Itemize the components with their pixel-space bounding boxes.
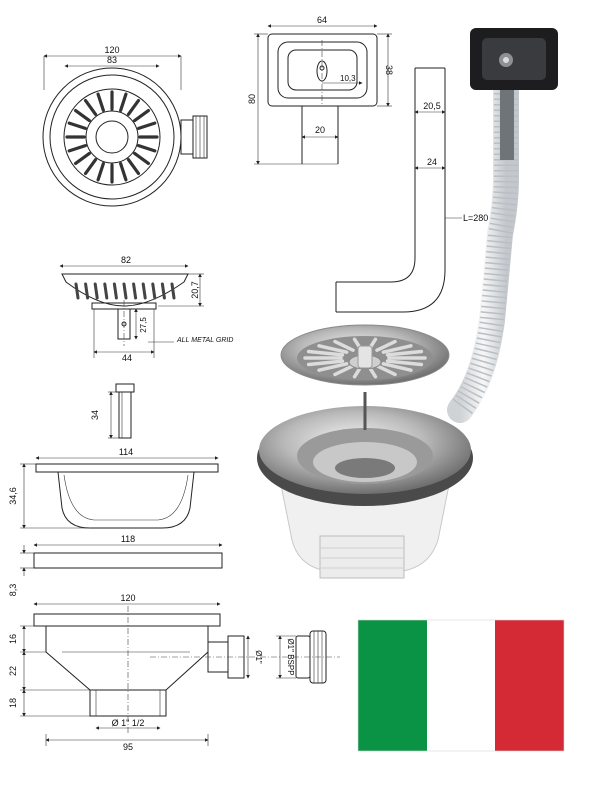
- slot: [381, 362, 413, 372]
- slot: [317, 344, 349, 354]
- dim-gasket-thickness: 8,3: [8, 584, 18, 597]
- slot: [133, 108, 151, 123]
- slot: [103, 282, 109, 300]
- dim-body-h3: 18: [8, 698, 18, 708]
- slot: [96, 92, 105, 112]
- flag-red-stripe: [495, 620, 564, 751]
- dim-body-outlet-thread: Ø 1" 1/2: [112, 718, 145, 728]
- product-photo: [257, 28, 558, 579]
- italian-flag: [357, 619, 565, 752]
- slot: [83, 98, 98, 116]
- dim-body-h2: 22: [8, 666, 18, 676]
- slot: [375, 339, 397, 352]
- gasket-drawing: 118 8,3: [8, 534, 223, 597]
- body-drawing: 120 Ø 1" 1/2 95 16 22 18 Ø1": [8, 593, 340, 752]
- slot: [151, 282, 157, 300]
- slot: [119, 92, 128, 112]
- slot: [381, 344, 413, 354]
- slot: [122, 282, 128, 300]
- dim-tube-width: 24: [427, 157, 437, 167]
- strainer-drawing: 82 20,7 27,5 44 ALL METAL GRID: [59, 255, 233, 363]
- flag-green-stripe: [358, 620, 427, 751]
- dim-basket-rim: 114: [119, 447, 133, 457]
- slot: [317, 362, 349, 372]
- slot: [73, 151, 91, 166]
- dim-strainer-diameter: 82: [121, 255, 131, 265]
- slot: [170, 282, 176, 300]
- slot: [306, 349, 345, 357]
- dim-gasket-width: 118: [121, 534, 135, 544]
- slot: [375, 364, 397, 377]
- dim-strainer-stem-base: 44: [122, 353, 132, 363]
- dim-tube-offset: 20,5: [423, 101, 441, 111]
- dim-body-side-bspp: Ø1" BSPP: [286, 638, 295, 675]
- slot: [67, 121, 87, 130]
- dim-tube-length: L=280: [463, 213, 488, 223]
- dim-box-slot: 10,3: [340, 74, 356, 83]
- slot: [333, 339, 355, 352]
- slot: [137, 121, 157, 130]
- slot: [73, 108, 91, 123]
- slot: [141, 282, 147, 300]
- top-view-slots: [65, 90, 159, 184]
- slot: [333, 364, 355, 377]
- dim-top-outer: 120: [104, 45, 119, 55]
- label-all-metal-grid: ALL METAL GRID: [176, 337, 233, 344]
- slot: [126, 98, 141, 116]
- dim-basket-depth: 34,6: [8, 487, 18, 505]
- slot: [83, 158, 98, 176]
- slot: [119, 162, 128, 182]
- dim-stopper-height: 34: [90, 410, 100, 420]
- dim-body-side-port: Ø1": [254, 650, 263, 664]
- dim-top-inner: 83: [107, 55, 117, 65]
- slot: [306, 359, 345, 367]
- overflow-hose: [447, 47, 519, 423]
- basket-drawing: 114 34,6: [8, 447, 219, 529]
- overflow-box-drawing: 64 10,3 38 20 80: [247, 15, 394, 165]
- slot: [160, 282, 166, 300]
- slot: [137, 144, 157, 153]
- slot: [385, 359, 424, 367]
- flag-white-stripe: [427, 620, 495, 751]
- slot: [93, 282, 99, 300]
- slot: [126, 158, 141, 176]
- slot: [67, 144, 87, 153]
- dim-strainer-height: 20,7: [190, 281, 200, 299]
- slot: [133, 151, 151, 166]
- hose-neck: [500, 80, 514, 160]
- slot: [84, 282, 90, 300]
- dim-strainer-stem: 27,5: [139, 317, 148, 333]
- dim-body-base: 95: [123, 742, 133, 752]
- dim-body-flange: 120: [120, 593, 135, 603]
- slot: [385, 349, 424, 357]
- strainer-slots: [74, 282, 176, 300]
- slot: [112, 282, 118, 300]
- strainer-knob: [357, 345, 373, 369]
- slot: [96, 162, 105, 182]
- stopper-drawing: 34: [90, 383, 135, 439]
- slot: [74, 282, 80, 300]
- dim-box-neck: 20: [315, 125, 325, 135]
- dim-body-h1: 16: [8, 634, 18, 644]
- overflow-tube-drawing: 20,5 24 L=280: [335, 67, 488, 313]
- top-view-drawing: 120 83: [42, 45, 208, 207]
- dim-box-height: 38: [384, 65, 394, 75]
- dim-box-total-height: 80: [247, 94, 257, 104]
- dim-box-width: 64: [317, 15, 327, 25]
- slot: [132, 282, 138, 300]
